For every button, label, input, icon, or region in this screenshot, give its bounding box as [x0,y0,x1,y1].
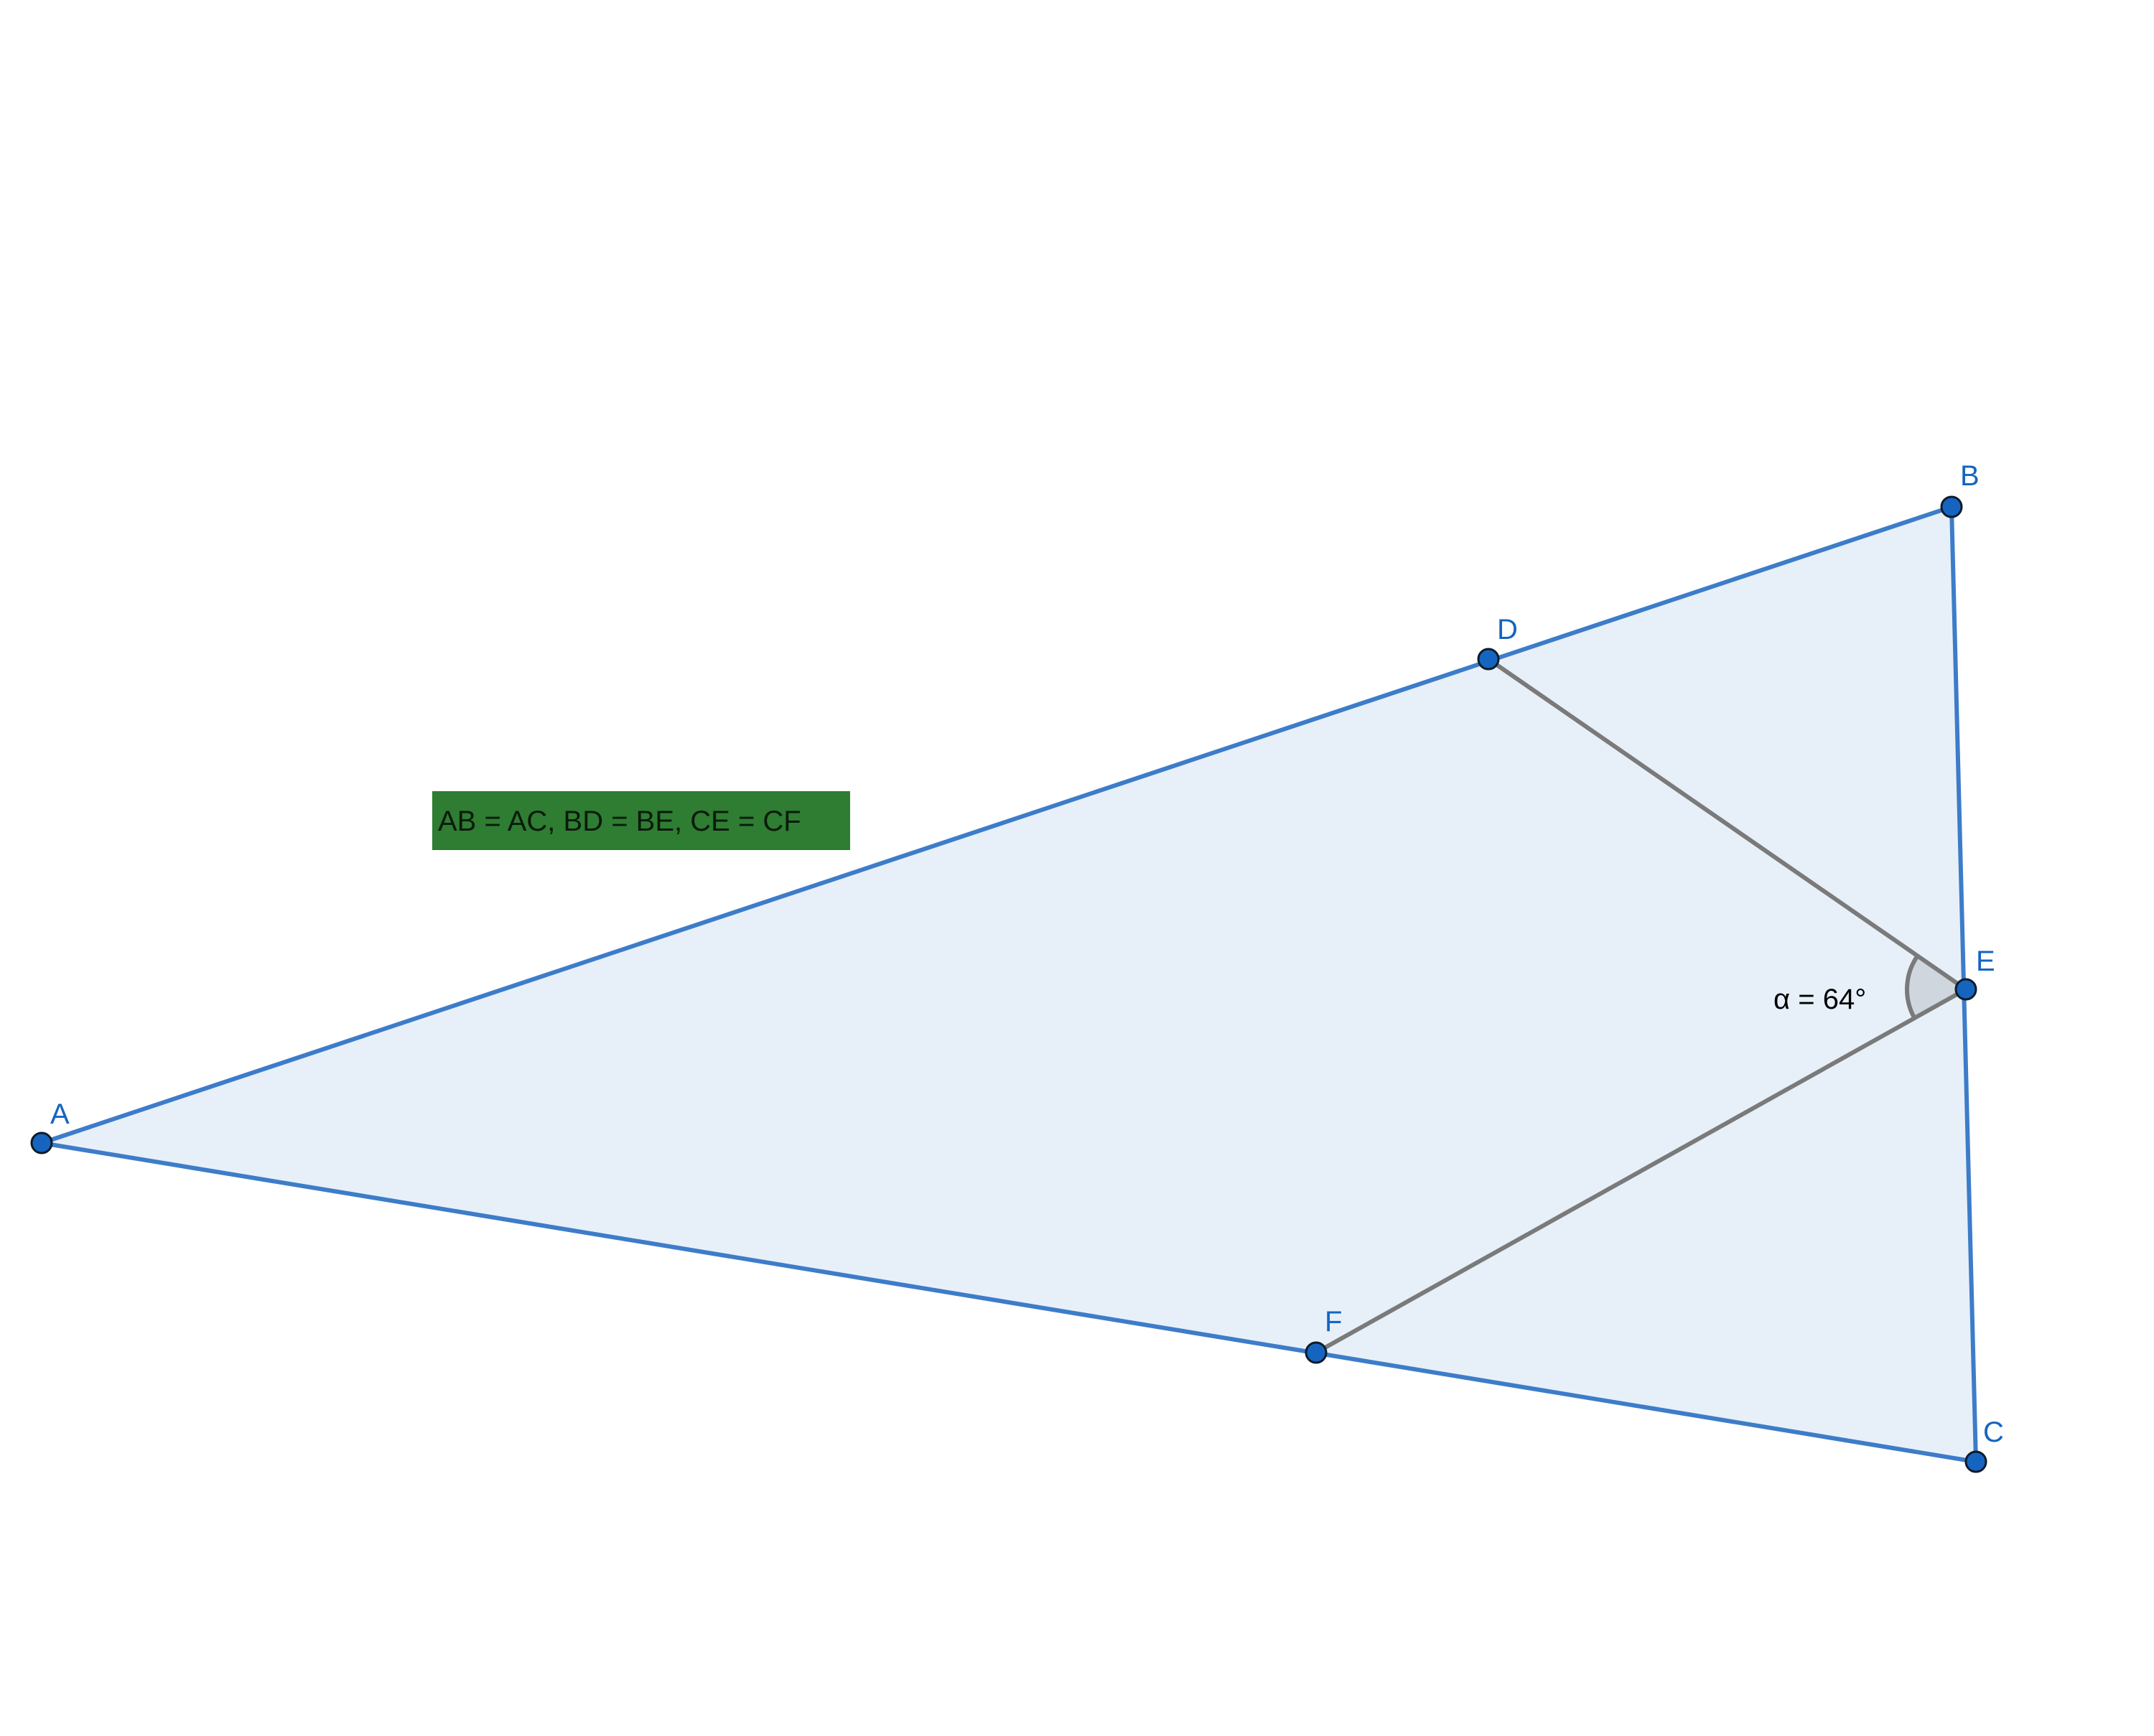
point-b-label: B [1960,460,1980,492]
angle-dEf-sector [1907,956,1966,1018]
point-e[interactable]: E [1954,946,1995,1001]
point-e-label: E [1976,946,1995,977]
angle-label: α = 64° [1773,984,1866,1015]
point-d-label: D [1497,614,1518,645]
point-f-label: F [1325,1306,1342,1338]
point-b[interactable]: B [1940,460,1980,518]
point-a-label: A [50,1098,70,1130]
point-c-label: C [1983,1417,2004,1448]
condition-box [432,791,850,850]
point-f[interactable]: F [1305,1306,1342,1364]
angle-dEf-arc [1905,954,1920,1019]
point-c[interactable]: C [1964,1417,2004,1473]
point-d[interactable]: D [1477,614,1518,671]
segment-ef [1314,987,1968,1355]
segment-de [1486,657,1968,991]
point-a[interactable]: A [30,1098,70,1154]
condition-text: AB = AC, BD = BE, CE = CF [438,806,801,837]
triangle-abc [39,505,1978,1464]
